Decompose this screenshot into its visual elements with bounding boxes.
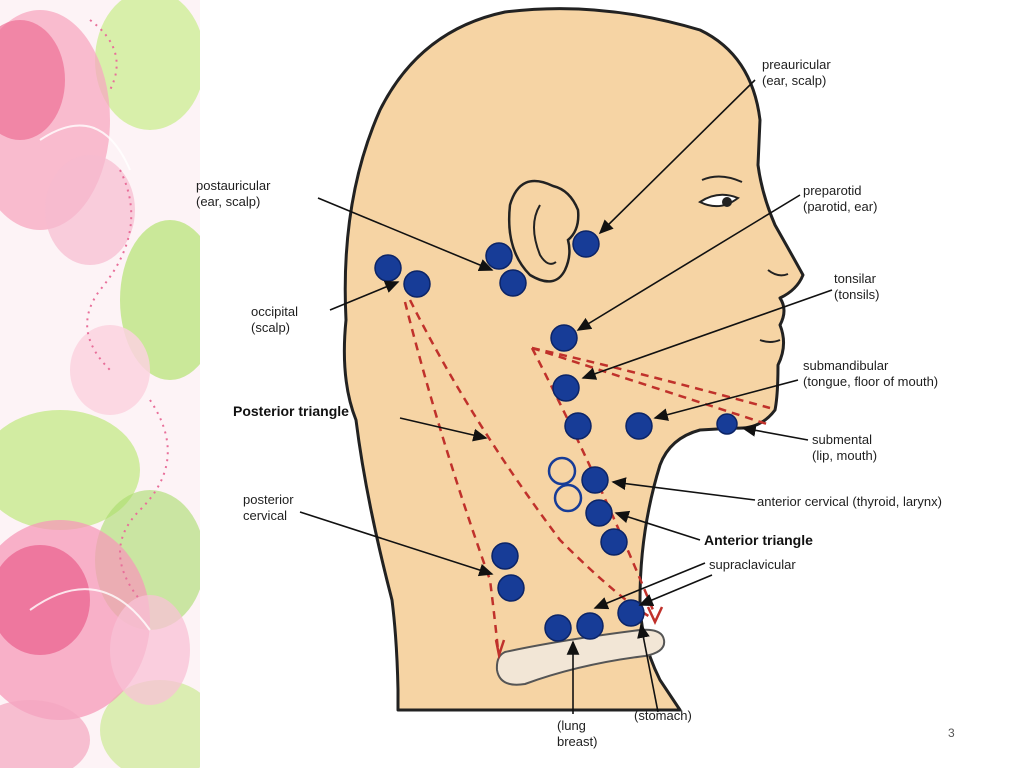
- label-submental: submental(lip, mouth): [812, 432, 877, 464]
- label-anterior-triangle: Anterior triangle: [704, 532, 813, 548]
- node-submental: [717, 414, 737, 434]
- node-preauricular: [573, 231, 599, 257]
- node-posterior-cervical-2: [498, 575, 524, 601]
- label-supraclavicular: supraclavicular: [709, 557, 796, 573]
- label-tonsilar: tonsilar(tonsils): [834, 271, 880, 303]
- node-supraclavicular-2: [577, 613, 603, 639]
- node-submandibular-1: [565, 413, 591, 439]
- floral-border-decoration: [0, 0, 200, 768]
- node-preparotid: [551, 325, 577, 351]
- node-tonsilar: [553, 375, 579, 401]
- node-occipital-1: [375, 255, 401, 281]
- node-submandibular-2: [626, 413, 652, 439]
- node-supraclavicular-3: [618, 600, 644, 626]
- node-supraclavicular-1: [545, 615, 571, 641]
- label-anterior-cervical: anterior cervical (thyroid, larynx): [757, 494, 942, 510]
- head-neck-silhouette: [344, 9, 803, 710]
- label-preparotid: preparotid(parotid, ear): [803, 183, 877, 215]
- node-anterior-cervical-3: [601, 529, 627, 555]
- slide-page-number: 3: [948, 726, 955, 740]
- node-postauricular-1: [486, 243, 512, 269]
- label-postauricular: postauricular(ear, scalp): [196, 178, 270, 210]
- label-occipital: occipital(scalp): [251, 304, 298, 336]
- label-posterior-triangle: Posterior triangle: [233, 403, 349, 419]
- node-anterior-cervical-2: [586, 500, 612, 526]
- node-postauricular-2: [500, 270, 526, 296]
- label-submandibular: submandibular(tongue, floor of mouth): [803, 358, 938, 390]
- node-anterior-cervical-1: [582, 467, 608, 493]
- node-posterior-cervical-1: [492, 543, 518, 569]
- node-occipital-2: [404, 271, 430, 297]
- label-stomach: (stomach): [634, 708, 692, 724]
- label-preauricular: preauricular(ear, scalp): [762, 57, 831, 89]
